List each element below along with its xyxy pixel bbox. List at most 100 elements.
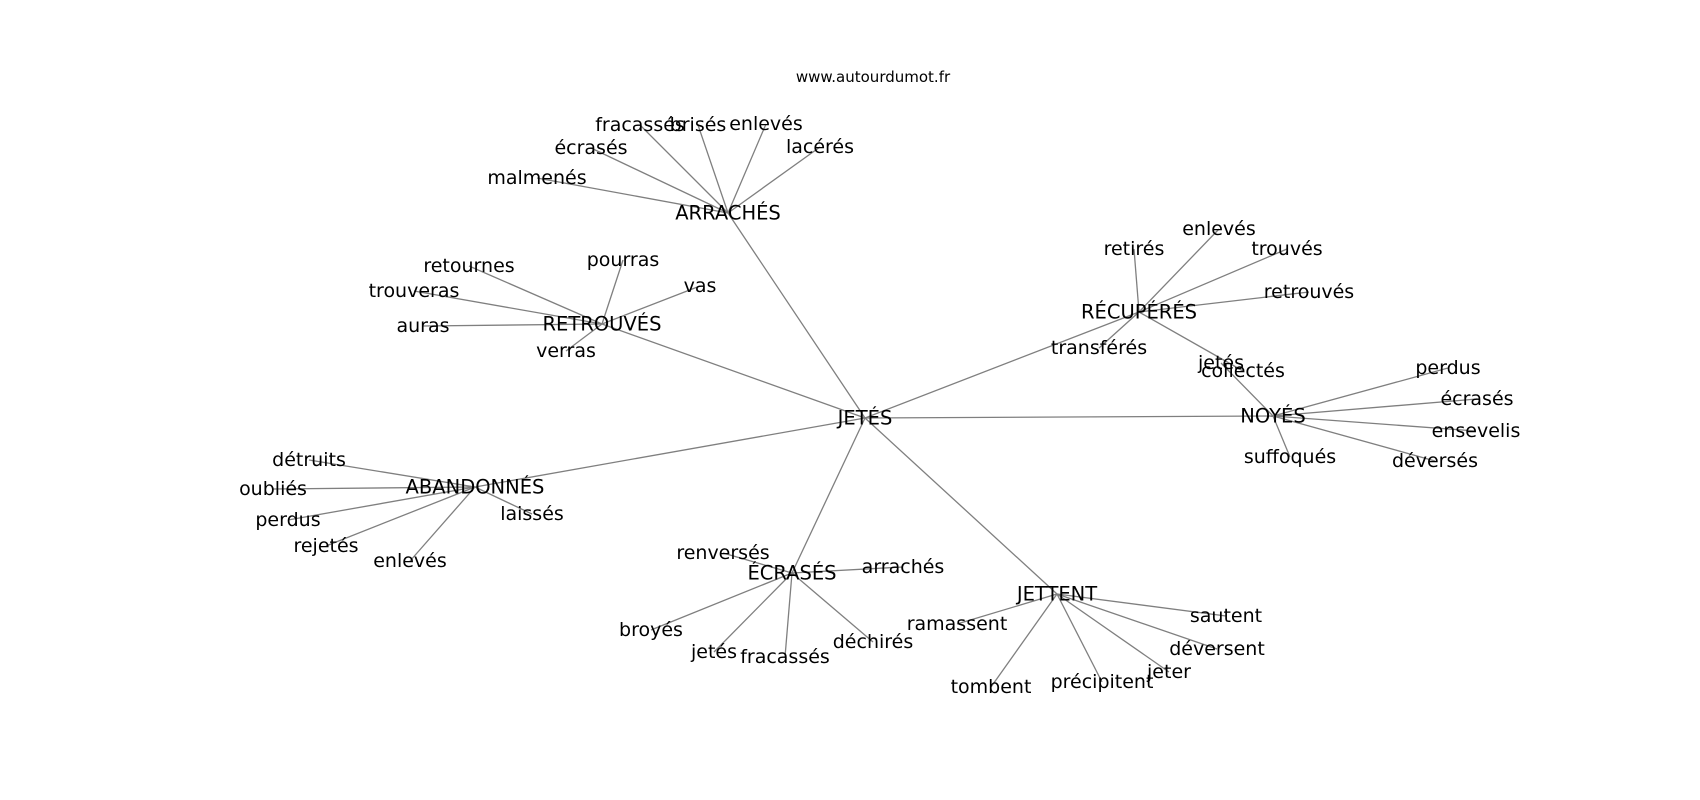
hub-node-jetes: JETÉS (836, 407, 893, 430)
edge-recuperes-c6 (1138, 311, 1244, 372)
word-node-n5: déversés (1392, 450, 1478, 472)
graph-nodes: JETÉS ARRACHÉS RETROUVÉS RÉCUPÉRÉS NOYÉS ABAN… (239, 113, 1520, 698)
edge-noyes-n4 (1272, 415, 1477, 432)
edge-noyes-n6 (1272, 415, 1291, 458)
edge-abandonnes-b4 (325, 486, 476, 547)
word-node-b2: oubliés (239, 478, 307, 500)
edge-abandonnes-b2 (272, 486, 476, 490)
edge-recuperes-c2 (1138, 228, 1220, 313)
edge-recuperes-c5 (1098, 311, 1140, 349)
edge-retrouves-r2 (601, 259, 624, 325)
word-node-c6: collectés (1201, 360, 1285, 382)
edge-retrouves-r5 (422, 323, 603, 327)
edge-ecrases-e2 (791, 566, 904, 574)
edge-jetes-jettent (864, 417, 1058, 595)
edge-ecrases-e4 (713, 572, 793, 653)
word-node-e4: jetés (690, 641, 737, 663)
edge-jetes-abandonnes (474, 417, 866, 488)
word-node-a1: fracassés (595, 114, 685, 136)
word-node-c1: retirés (1104, 238, 1165, 260)
word-node-e5: fracassés (740, 646, 830, 668)
edge-jetes-retrouves (601, 323, 866, 419)
edge-jettent-t6 (990, 593, 1058, 688)
edge-arraches-a4 (727, 146, 821, 214)
word-node-t5: précipitent (1051, 671, 1154, 693)
word-node-r1: retournes (423, 255, 514, 277)
word-node-t3: déversent (1169, 638, 1265, 660)
edge-arraches-a5 (590, 147, 729, 214)
edge-noyes-n3 (1272, 398, 1478, 417)
edge-retrouves-r3 (601, 285, 701, 325)
word-node-r5: auras (396, 315, 449, 337)
edge-recuperes-c1 (1133, 248, 1140, 313)
hub-node-jettent: JETTENT (1015, 583, 1097, 606)
word-node-n1: jetés (1197, 352, 1244, 374)
word-node-b3: perdus (255, 509, 320, 531)
edge-jettent-t2 (956, 593, 1058, 625)
graph-edges (272, 123, 1478, 688)
edge-arraches-a1 (639, 124, 729, 214)
hub-node-ecrases: ÉCRASÉS (747, 562, 836, 585)
edge-arraches-a2 (697, 124, 729, 214)
hub-node-recuperes: RÉCUPÉRÉS (1081, 301, 1197, 324)
word-node-a6: malmenés (487, 167, 586, 189)
edge-abandonnes-b6 (474, 486, 533, 515)
edge-ecrases-e1 (722, 552, 793, 574)
edge-abandonnes-b3 (287, 486, 476, 521)
word-node-b4: rejetés (293, 535, 358, 557)
edge-ecrases-e3 (650, 572, 793, 631)
word-node-t4: jeter (1146, 661, 1191, 683)
word-node-c5: transférés (1051, 337, 1147, 359)
word-node-b1: détruits (272, 449, 346, 471)
edge-abandonnes-b5 (409, 486, 476, 562)
edge-jettent-t3 (1056, 593, 1218, 650)
word-node-r2: pourras (587, 249, 660, 271)
word-node-c3: trouvés (1251, 238, 1322, 260)
edge-noyes-n2 (1272, 367, 1449, 417)
word-node-c2: enlevés (1182, 218, 1256, 240)
word-node-r4: trouveras (369, 280, 460, 302)
hub-node-abandonnes: ABANDONNÉS (406, 476, 545, 499)
edge-retrouves-r4 (413, 290, 603, 325)
edge-retrouves-r1 (468, 265, 603, 325)
word-node-c4: retrouvés (1264, 281, 1354, 303)
word-node-n2: perdus (1415, 357, 1480, 379)
edge-jettent-t4 (1056, 593, 1170, 673)
edge-arraches-a3 (727, 123, 767, 214)
edge-jetes-noyes (864, 415, 1274, 419)
word-node-e2: arrachés (862, 556, 945, 578)
word-node-e1: renversés (676, 542, 769, 564)
word-node-r3: vas (684, 275, 717, 297)
word-node-b5: enlevés (373, 550, 447, 572)
word-node-t6: tombent (951, 676, 1032, 698)
hub-node-arraches: ARRACHÉS (675, 202, 781, 225)
edge-ecrases-e5 (784, 572, 793, 658)
source-url: www.autourdumot.fr (796, 68, 951, 86)
edge-arraches-a6 (536, 177, 729, 214)
word-node-e6: déchirés (833, 631, 914, 653)
hub-node-retrouves: RETROUVÉS (543, 313, 662, 336)
edge-jetes-arraches (727, 212, 866, 419)
edge-jetes-recuperes (864, 311, 1140, 419)
edge-abandonnes-b1 (308, 459, 476, 488)
word-node-t2: ramassent (907, 613, 1008, 635)
word-node-a3: enlevés (729, 113, 803, 135)
edge-jettent-t5 (1056, 593, 1103, 683)
word-node-n6: suffoqués (1244, 446, 1336, 468)
word-node-a4: lacérés (786, 136, 854, 158)
word-node-a5: écrasés (554, 137, 627, 159)
word-node-e3: broyés (619, 619, 683, 641)
word-node-b6: laissés (500, 503, 564, 525)
word-node-n3: écrasés (1440, 388, 1513, 410)
hub-node-noyes: NOYÉS (1240, 405, 1305, 428)
edge-noyes-n5 (1272, 415, 1436, 462)
edge-recuperes-c3 (1138, 248, 1288, 313)
edge-ecrases-e6 (791, 572, 874, 643)
edge-recuperes-c4 (1138, 291, 1310, 313)
word-node-a2: brisés (670, 114, 727, 136)
edge-noyes-n1 (1220, 362, 1274, 417)
edge-jettent-t1 (1056, 593, 1227, 617)
edge-jetes-ecrases (791, 417, 866, 574)
word-node-t1: sautent (1190, 605, 1262, 627)
